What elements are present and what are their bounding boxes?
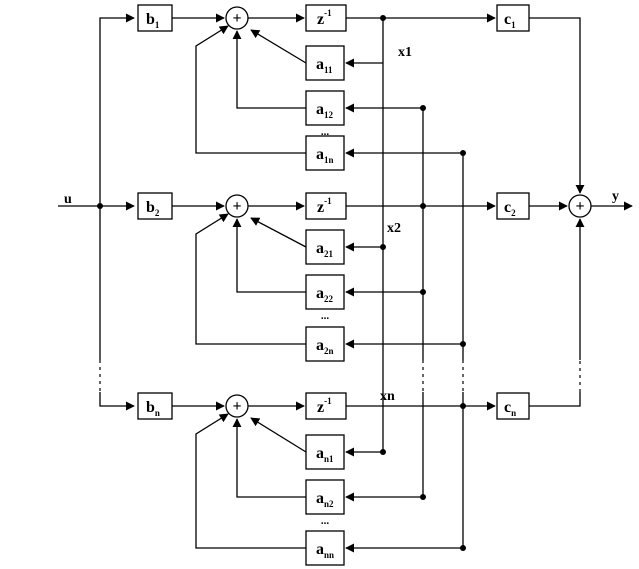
sum-plus-1: +	[232, 10, 241, 27]
delay-box-3	[305, 392, 347, 420]
sum-junction-2	[225, 194, 249, 218]
a-label-3-1: an1	[316, 445, 334, 464]
b-label-3: bn	[146, 399, 160, 418]
state-tap-a-3-1	[380, 449, 386, 455]
state-tap-2	[420, 203, 426, 209]
state-label-x2: x2	[387, 221, 401, 236]
a-to-sum-diag-2	[250, 217, 307, 248]
a-box-1-2	[305, 90, 345, 126]
output-sum-plus: +	[575, 198, 584, 215]
c-label-2: c2	[504, 199, 516, 218]
state-tap-a-2-3	[460, 341, 466, 347]
c-box-2	[496, 192, 530, 220]
a-to-sum-diag-3	[250, 417, 307, 453]
c1-to-output-sum	[529, 17, 585, 194]
a-label-1-1: a11	[316, 56, 333, 75]
a-to-sum-loop-3	[195, 413, 306, 549]
b-box-2	[137, 192, 173, 220]
a-label-2-2: a22	[316, 285, 334, 304]
c-box-1	[496, 4, 530, 32]
a-box-1-3	[305, 135, 345, 171]
state-label-xn: xn	[380, 389, 395, 404]
b-label-2: b2	[146, 199, 160, 218]
a-label-3-3: ann	[316, 541, 334, 560]
ellipsis-a-3: ...	[321, 515, 330, 527]
sum-junction-3	[225, 394, 249, 418]
a-label-1-3: a1n	[316, 146, 334, 165]
a-to-sum-diag-1	[250, 29, 307, 64]
state-tap-a-1-3	[460, 150, 466, 156]
state-tap-3	[460, 403, 466, 409]
delay-box-2	[305, 192, 347, 220]
sum-plus-3: +	[232, 398, 241, 415]
a-box-3-3	[305, 530, 345, 566]
a-to-sum-loop-1	[195, 25, 306, 154]
delay-label-3: z-1	[317, 396, 332, 416]
sum-plus-2: +	[232, 198, 241, 215]
a-box-2-3	[305, 326, 345, 362]
delay-label-1: z-1	[317, 8, 332, 28]
state-tap-a-3-2	[420, 494, 426, 500]
cn-to-output-lower	[529, 392, 581, 407]
a-to-sum-mid-3	[232, 418, 306, 498]
a-to-sum-loop-2	[195, 213, 306, 345]
c-label-1: c1	[504, 11, 516, 30]
input-label-u: u	[64, 192, 72, 207]
a-box-2-2	[305, 274, 345, 310]
a-to-sum-mid-2	[232, 218, 306, 293]
a-box-2-1	[305, 229, 345, 265]
state-label-x1: x1	[398, 45, 412, 60]
input-junction	[97, 203, 103, 209]
a-label-2-3: a2n	[316, 337, 334, 356]
state-tap-1	[380, 15, 386, 21]
state-tap-a-3-3	[460, 545, 466, 551]
state-tap-a-2-1	[380, 244, 386, 250]
output-label-y: y	[612, 189, 619, 204]
state-tap-a-2-2	[420, 289, 426, 295]
a-to-sum-mid-1	[232, 30, 306, 109]
a-box-1-1	[305, 45, 345, 81]
output-sum-junction	[568, 194, 592, 218]
a-label-3-2: an2	[316, 490, 334, 509]
delay-box-1	[305, 4, 347, 32]
a-label-1-2: a12	[316, 101, 334, 120]
b-box-3	[137, 392, 173, 420]
ellipsis-a-1: ...	[321, 126, 330, 138]
a-label-2-1: a21	[316, 240, 334, 259]
input-bus-to-bn	[99, 392, 135, 411]
state-tap-a-1-2	[420, 105, 426, 111]
c-label-3: cn	[504, 399, 516, 418]
sum-junction-1	[225, 6, 249, 30]
a-box-3-2	[305, 479, 345, 515]
ellipsis-a-2: ...	[321, 310, 330, 322]
a-box-3-1	[305, 434, 345, 470]
b-box-1	[137, 4, 173, 32]
b-label-1: b1	[146, 11, 160, 30]
delay-label-2: z-1	[317, 196, 332, 216]
input-bus-to-b1	[99, 13, 135, 206]
c-box-3	[496, 392, 530, 420]
